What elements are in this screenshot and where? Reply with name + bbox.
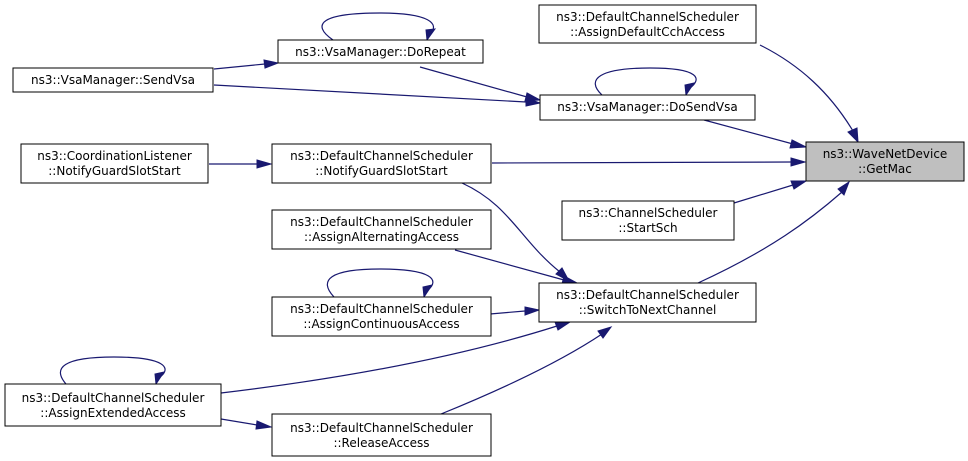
node-label: ns3::DefaultChannelScheduler (290, 421, 473, 435)
edge-sendvsa-dorepeat (213, 59, 280, 70)
node-switch-to-next-channel[interactable]: ns3::DefaultChannelScheduler ::SwitchToN… (538, 282, 757, 323)
edge-sendvsa-dosendvsa (213, 84, 542, 107)
node-coordination-listener[interactable]: ns3::CoordinationListener ::NotifyGuardS… (20, 143, 209, 184)
node-label: ns3::ChannelScheduler (579, 206, 718, 220)
node-label: ::NotifyGuardSlotStart (48, 164, 181, 178)
edge-release-switch (440, 326, 613, 415)
edge-dosendvsa-self (594, 67, 697, 97)
node-label: ns3::DefaultChannelScheduler (290, 302, 473, 316)
edge-assignextended-release (220, 418, 273, 430)
node-assign-alternating-access[interactable]: ns3::DefaultChannelScheduler ::AssignAlt… (271, 209, 492, 250)
edge-startsch-getmac (733, 180, 808, 204)
node-label: ns3::DefaultChannelScheduler (556, 288, 739, 302)
node-label: ns3::DefaultChannelScheduler (22, 391, 205, 405)
node-label: ::StartSch (618, 221, 677, 235)
node-label: ::AssignDefaultCchAccess (570, 25, 725, 39)
node-assign-extended-access[interactable]: ns3::DefaultChannelScheduler ::AssignExt… (4, 383, 222, 427)
edges (59, 12, 859, 430)
nodes: ns3::DefaultChannelScheduler ::AssignDef… (4, 4, 965, 457)
node-notify-guard-slot-start[interactable]: ns3::DefaultChannelScheduler ::NotifyGua… (271, 143, 492, 184)
node-label: ns3::DefaultChannelScheduler (290, 215, 473, 229)
edge-assigncontinuous-switch (489, 306, 541, 316)
node-label: ::SwitchToNextChannel (579, 303, 717, 317)
node-assign-continuous-access[interactable]: ns3::DefaultChannelScheduler ::AssignCon… (271, 296, 492, 337)
edge-assignextended-self (59, 356, 166, 386)
node-release-access[interactable]: ns3::DefaultChannelScheduler ::ReleaseAc… (271, 413, 492, 457)
edge-dosendvsa-getmac (703, 119, 808, 149)
node-wave-net-device-get-mac[interactable]: ns3::WaveNetDevice ::GetMac (805, 141, 965, 182)
node-assign-default-cch-access[interactable]: ns3::DefaultChannelScheduler ::AssignDef… (538, 4, 757, 44)
node-label: ns3::VsaManager::DoSendVsa (557, 100, 738, 114)
node-label: ::AssignExtendedAccess (40, 406, 185, 420)
edge-assigncontinuous-self (326, 268, 434, 299)
node-label: ::ReleaseAccess (333, 436, 429, 450)
edge-coordination-notifyguard (209, 159, 273, 169)
node-label: ns3::DefaultChannelScheduler (556, 10, 739, 24)
node-channel-scheduler-start-sch[interactable]: ns3::ChannelScheduler ::StartSch (561, 200, 735, 241)
node-label: ::NotifyGuardSlotStart (315, 164, 448, 178)
edge-assignalternating-switch (454, 249, 579, 285)
node-label: ns3::VsaManager::SendVsa (31, 73, 195, 87)
node-label: ::AssignContinuousAccess (303, 317, 459, 331)
edge-dorepeat-dosendvsa (419, 66, 542, 102)
edge-assigndefault-getmac (759, 44, 859, 144)
edge-notifyguard-getmac (491, 157, 807, 167)
node-vsa-do-send-vsa[interactable]: ns3::VsaManager::DoSendVsa (539, 94, 756, 121)
edge-switch-getmac (697, 180, 851, 284)
node-label: ns3::CoordinationListener (37, 149, 192, 163)
node-vsa-send-vsa[interactable]: ns3::VsaManager::SendVsa (12, 67, 214, 93)
edge-dorepeat-self (321, 12, 437, 42)
node-label: ns3::WaveNetDevice (823, 147, 948, 161)
node-label: ns3::VsaManager::DoRepeat (295, 45, 466, 59)
node-label: ns3::DefaultChannelScheduler (290, 149, 473, 163)
node-vsa-do-repeat[interactable]: ns3::VsaManager::DoRepeat (277, 39, 484, 64)
node-label: ::GetMac (858, 162, 912, 176)
node-label: ::AssignAlternatingAccess (304, 230, 459, 244)
